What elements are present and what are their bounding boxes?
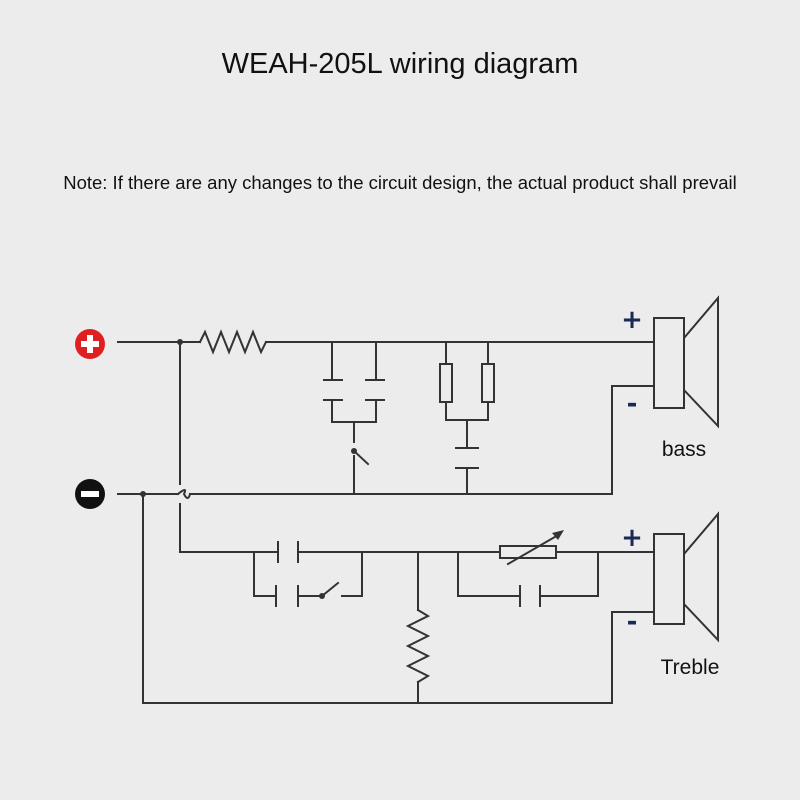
bass-return-rail [117,385,655,499]
treble-shunt-resistor [405,551,431,704]
treble-return-rail [142,493,655,704]
treble-plus-sign: + [621,523,643,553]
bass-plus-sign: + [621,305,643,335]
positive-terminal [75,329,105,359]
treble-minus-sign: - [627,607,638,637]
treble-label: Treble [661,656,720,679]
bass-switch-a [352,449,370,466]
bass-label: bass [662,438,706,461]
note-text: Note: If there are any changes to the ci… [63,172,737,193]
bass-capacitor-bank-a [323,341,385,495]
treble-switch [320,581,340,598]
negative-terminal [75,479,105,509]
treble-capacitor-bank [253,541,501,607]
series-resistor [198,329,268,355]
bass-resistor-bank-b [439,341,495,495]
bass-minus-sign: - [627,389,638,419]
treble-speaker [653,511,719,643]
treble-variable-resistor [457,530,655,607]
treble-feed [179,341,279,553]
page-title: WEAH-205L wiring diagram [221,48,579,80]
positive-rail [117,329,655,355]
bass-speaker [653,295,719,429]
